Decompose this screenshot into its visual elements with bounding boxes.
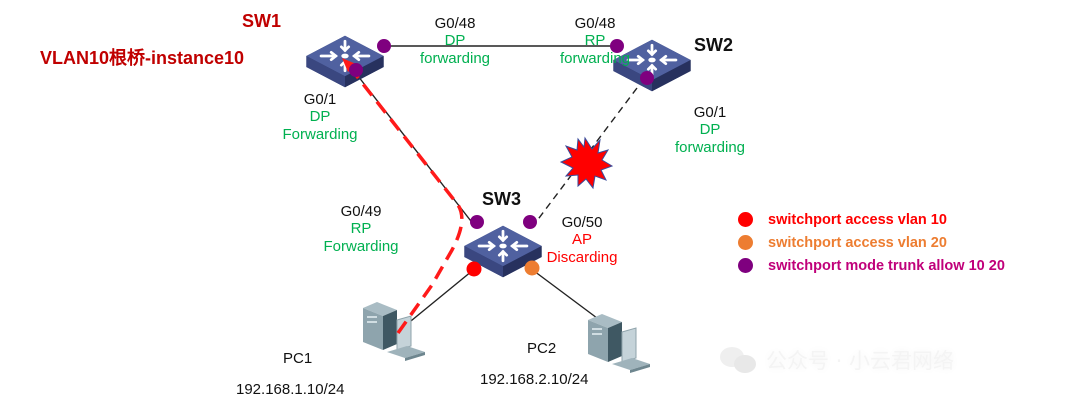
- legend-label: switchport access vlan 10: [768, 211, 947, 228]
- port-name: G0/48: [574, 15, 616, 32]
- wechat-icon: [720, 345, 758, 375]
- legend: switchport access vlan 10 switchport acc…: [738, 208, 1005, 277]
- port-name: G0/49: [340, 203, 382, 220]
- port-role: RP: [584, 32, 606, 50]
- purple-dot-icon: [738, 258, 753, 273]
- blocked-link-burst-icon: [559, 136, 614, 190]
- sw1-label: SW1: [242, 11, 282, 31]
- port-state: forwarding: [419, 49, 491, 67]
- port-name: G0/50: [561, 214, 603, 231]
- sw1-root-bridge-note: VLAN10根桥-instance10: [40, 48, 245, 68]
- port-role: DP: [444, 32, 466, 50]
- port-sw1-g048: G0/48 DP forwarding: [415, 15, 495, 67]
- pc1-label: PC1: [283, 350, 313, 367]
- sw2-g048-trunk-dot: [610, 39, 624, 53]
- legend-item-trunk: switchport mode trunk allow 10 20: [738, 254, 1005, 277]
- port-sw2-g01: G0/1 DP forwarding: [660, 104, 760, 156]
- sw1-g048-trunk-dot: [377, 39, 391, 53]
- port-role: RP: [350, 220, 372, 238]
- sw2-label: SW2: [694, 35, 734, 55]
- link-sw3-pc2: [533, 270, 598, 319]
- sw3-pc2-access-vlan20-dot: [524, 260, 540, 276]
- sw2-g01-trunk-dot: [640, 71, 654, 85]
- legend-label: switchport access vlan 20: [768, 234, 947, 251]
- port-state: Forwarding: [282, 125, 358, 143]
- port-role: AP: [571, 231, 592, 249]
- port-sw3-g050: G0/50 AP Discarding: [537, 214, 627, 266]
- sw1-g01-trunk-dot: [349, 63, 363, 77]
- port-state: forwarding: [559, 49, 631, 67]
- pc1-ip: 192.168.1.10/24: [236, 381, 345, 398]
- port-state: Discarding: [546, 248, 618, 266]
- link-sw3-pc1: [405, 270, 473, 326]
- sw3-g049-trunk-dot: [470, 215, 484, 229]
- sw3-pc1-access-vlan10-dot: [466, 261, 482, 277]
- orange-dot-icon: [738, 235, 753, 250]
- traffic-arrowhead: [342, 58, 356, 72]
- port-name: G0/48: [434, 15, 476, 32]
- sw3-label: SW3: [482, 189, 522, 209]
- port-state: forwarding: [674, 138, 746, 156]
- link-sw1-sw3: [357, 75, 475, 226]
- pc2-label: PC2: [527, 340, 557, 357]
- watermark-text: 公众号 · 小云君网络: [766, 349, 955, 373]
- pc2-icon[interactable]: [587, 313, 651, 374]
- port-role: DP: [309, 108, 331, 126]
- port-sw3-g049: G0/49 RP Forwarding: [311, 203, 411, 255]
- port-state: Forwarding: [323, 237, 399, 255]
- legend-label: switchport mode trunk allow 10 20: [768, 257, 1005, 274]
- port-name: G0/1: [693, 104, 727, 121]
- vlan10-traffic-path: [350, 68, 464, 335]
- sw3-g050-trunk-dot: [523, 215, 537, 229]
- legend-item-access-vlan20: switchport access vlan 20: [738, 231, 1005, 254]
- pc2-ip: 192.168.2.10/24: [480, 371, 589, 388]
- port-sw2-g048: G0/48 RP forwarding: [555, 15, 635, 67]
- red-dot-icon: [738, 212, 753, 227]
- watermark: 公众号 · 小云君网络: [720, 345, 954, 375]
- port-sw1-g01: G0/1 DP Forwarding: [270, 91, 370, 143]
- legend-item-access-vlan10: switchport access vlan 10: [738, 208, 1005, 231]
- port-role: DP: [699, 121, 721, 139]
- port-name: G0/1: [303, 91, 337, 108]
